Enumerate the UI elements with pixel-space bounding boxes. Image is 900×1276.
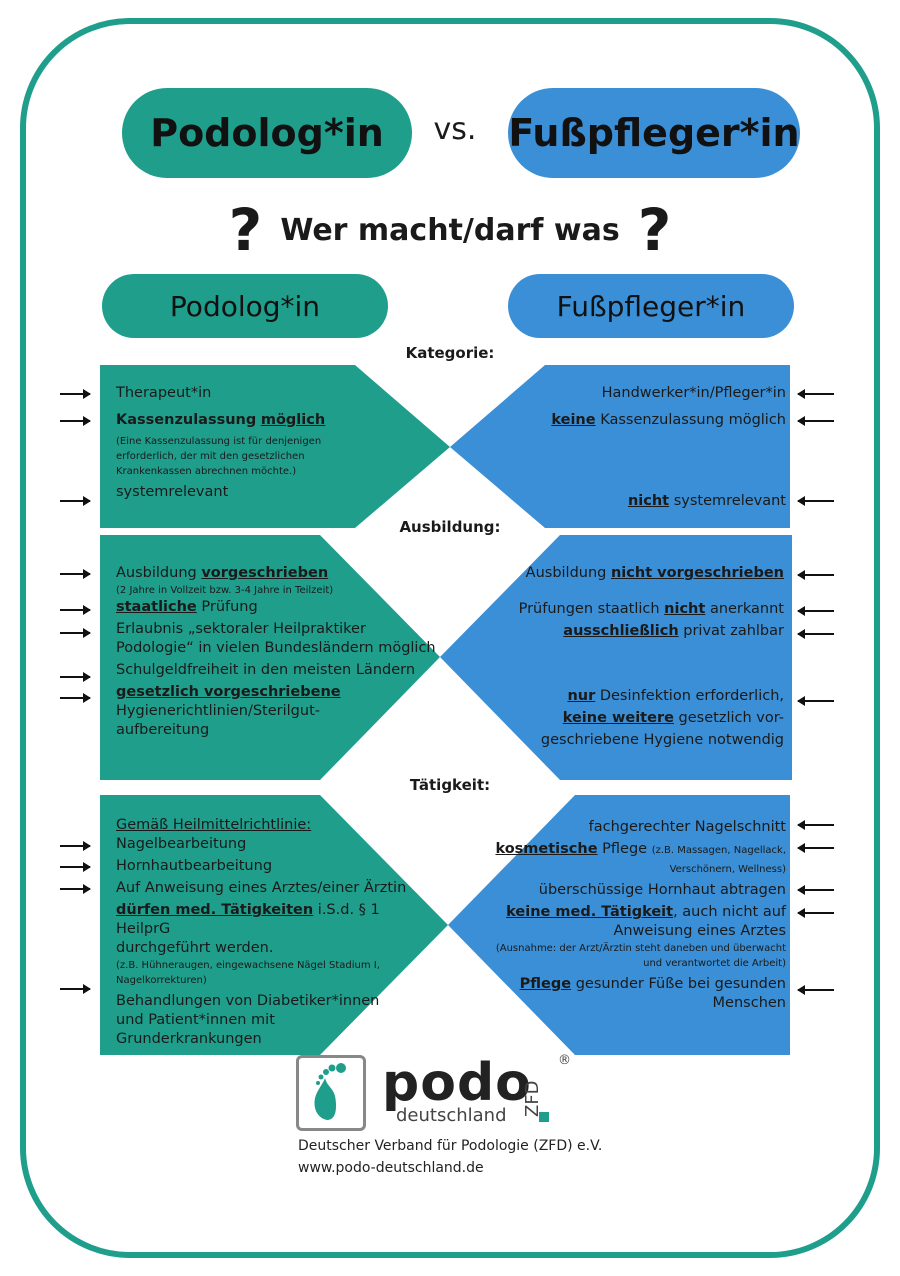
taetigkeit-left-line2: Hornhautbearbeitung [116,858,273,874]
taetigkeit-right-line3: überschüssige Hornhaut abtragen [538,882,786,898]
arrow-left-icon [797,908,834,918]
taetigkeit-right-line4: keine med. Tätigkeit, auch nicht auf Anw… [506,904,786,939]
column-left-title: Podolog*in [169,289,321,323]
kategorie-right-shape [450,365,790,528]
ausbildung-right-shape [440,535,792,780]
arrow-right-icon [60,416,91,426]
arrow-right-icon [60,569,91,579]
column-pill-left: Podolog*in [102,274,388,338]
taetigkeit-left-line0: Gemäß Heilmittelrichtlinie: [116,817,312,833]
arrow-right-icon [60,605,91,615]
organization-name: Deutscher Verband für Podologie (ZFD) e.… [298,1138,603,1154]
podo-logo: podo deutschland ZFD ® [296,1053,606,1155]
arrow-left-icon [797,570,834,580]
taetigkeit-right-text: fachgerechter Nagelschnitt kosmetische P… [476,818,786,1013]
arrow-right-icon [60,496,91,506]
taetigkeit-right-line5: Pflege gesunder Füße bei gesunden Mensch… [519,976,786,1011]
ausbildung-left-line5: gesetzlich vorgeschriebene [116,684,341,700]
arrow-left-icon [797,416,834,426]
kategorie-left-line1: Therapeut*in [116,385,212,401]
taetigkeit-left-line6: Behandlungen von Diabetiker*innen und Pa… [116,993,380,1047]
arrow-right-icon [60,884,91,894]
registered-mark: ® [558,1053,571,1068]
kategorie-right-line2: keine Kassenzulassung möglich [551,412,786,428]
ausbildung-right-line6: geschriebene Hygiene notwendig [540,732,784,748]
ausbildung-left-line2: staatliche Prüfung [116,599,258,615]
logo-square-icon [539,1112,549,1122]
taetigkeit-left-shape [100,795,448,1055]
arrow-right-icon [60,862,91,872]
ausbildung-left-shape [100,535,440,780]
section-taetigkeit: Tätigkeit: [409,776,491,794]
arrow-right-icon [60,389,91,399]
ausbildung-right-line3: ausschließlich privat zahlbar [563,623,784,639]
arrow-left-icon [797,696,834,706]
arrow-left-icon [797,606,834,616]
taetigkeit-left-note: (z.B. Hühneraugen, eingewachsene Nägel S… [116,960,380,986]
logo-subtitle: deutschland [396,1105,507,1126]
page-frame [20,18,880,1258]
arrow-left-icon [797,496,834,506]
question-mark-right: ? [637,196,672,264]
section-ausbildung: Ausbildung: [399,518,501,536]
arrow-right-icon [60,628,91,638]
arrow-left-icon [797,629,834,639]
question-mark-left: ? [228,196,263,264]
kategorie-left-line3: systemrelevant [116,484,229,500]
ausbildung-right-line4: nur Desinfektion erforderlich, [567,688,784,704]
taetigkeit-right-line1: fachgerechter Nagelschnitt [588,819,786,835]
kategorie-right-line1: Handwerker*in/Pfleger*in [601,385,786,401]
logo-word: podo [382,1053,532,1113]
arrow-right-icon [60,693,91,703]
header-right-title: Fußpfleger*in [508,111,800,155]
arrow-left-icon [797,389,834,399]
question-line: ? Wer macht/darf was ? [0,196,900,264]
arrow-right-icon [60,984,91,994]
ausbildung-left-line1: Ausbildung vorgeschrieben [116,565,329,581]
ausbildung-right-text: Ausbildung nicht vorgeschrieben Prüfunge… [466,564,784,750]
taetigkeit-right-shape [448,795,790,1055]
arrow-left-icon [797,885,834,895]
taetigkeit-right-line2: kosmetische Pflege (z.B. Massagen, Nagel… [495,841,786,875]
ausbildung-left-line3: Erlaubnis „sektoraler Heilpraktiker Podo… [116,621,436,656]
kategorie-right-line3: nicht systemrelevant [627,493,786,509]
ausbildung-left-line4: Schulgeldfreiheit in den meisten Ländern [116,662,416,678]
arrow-left-icon [797,985,834,995]
taetigkeit-right-note: (Ausnahme: der Arzt/Ärztin steht daneben… [495,943,786,969]
taetigkeit-left-line5: durchgeführt werden. [116,940,274,956]
question-text: Wer macht/darf was [280,212,620,248]
column-pill-right: Fußpfleger*in [508,274,794,338]
arrow-right-icon [60,841,91,851]
taetigkeit-left-line3: Auf Anweisung eines Arztes/einer Ärztin [116,880,407,896]
arrow-right-icon [60,672,91,682]
arrow-left-icon [797,843,834,853]
kategorie-right-text: Handwerker*in/Pfleger*in keine Kassenzul… [530,384,786,511]
ausbildung-left-note: (2 Jahre in Vollzeit bzw. 3-4 Jahre in T… [116,585,334,596]
header-pill-podologin: Podolog*in [122,88,412,178]
taetigkeit-left-line4: dürfen med. Tätigkeiten i.S.d. § 1 Heilp… [116,902,380,937]
kategorie-left-text: Therapeut*in Kassenzulassung möglich (Ei… [116,384,366,502]
header-left-title: Podolog*in [150,111,384,155]
section-kategorie: Kategorie: [405,344,495,362]
organization-website[interactable]: www.podo-deutschland.de [298,1160,484,1176]
ausbildung-left-line6: Hygienerichtlinien/Sterilgut-aufbereitun… [116,703,320,738]
taetigkeit-left-text: Gemäß Heilmittelrichtlinie: Nagelbearbei… [116,816,436,1049]
header-pill-fusspflegerin: Fußpfleger*in [508,88,800,178]
arrow-left-icon [797,820,834,830]
vs-label: vs. [433,112,477,147]
kategorie-left-note: (Eine Kassenzulassung ist für denjenigen… [116,436,322,477]
taetigkeit-left-line1: Nagelbearbeitung [116,836,247,852]
foot-icon [296,1055,366,1131]
ausbildung-right-line1: Ausbildung nicht vorgeschrieben [525,565,784,581]
kategorie-left-shape [100,365,450,528]
ausbildung-right-line5: keine weitere gesetzlich vor- [562,710,784,726]
organization-info: Deutscher Verband für Podologie (ZFD) e.… [298,1135,602,1179]
ausbildung-right-line2: Prüfungen staatlich nicht anerkannt [518,601,784,617]
column-right-title: Fußpfleger*in [556,289,746,323]
kategorie-left-line2: Kassenzulassung möglich [116,412,326,428]
ausbildung-left-text: Ausbildung vorgeschrieben (2 Jahre in Vo… [116,564,446,740]
